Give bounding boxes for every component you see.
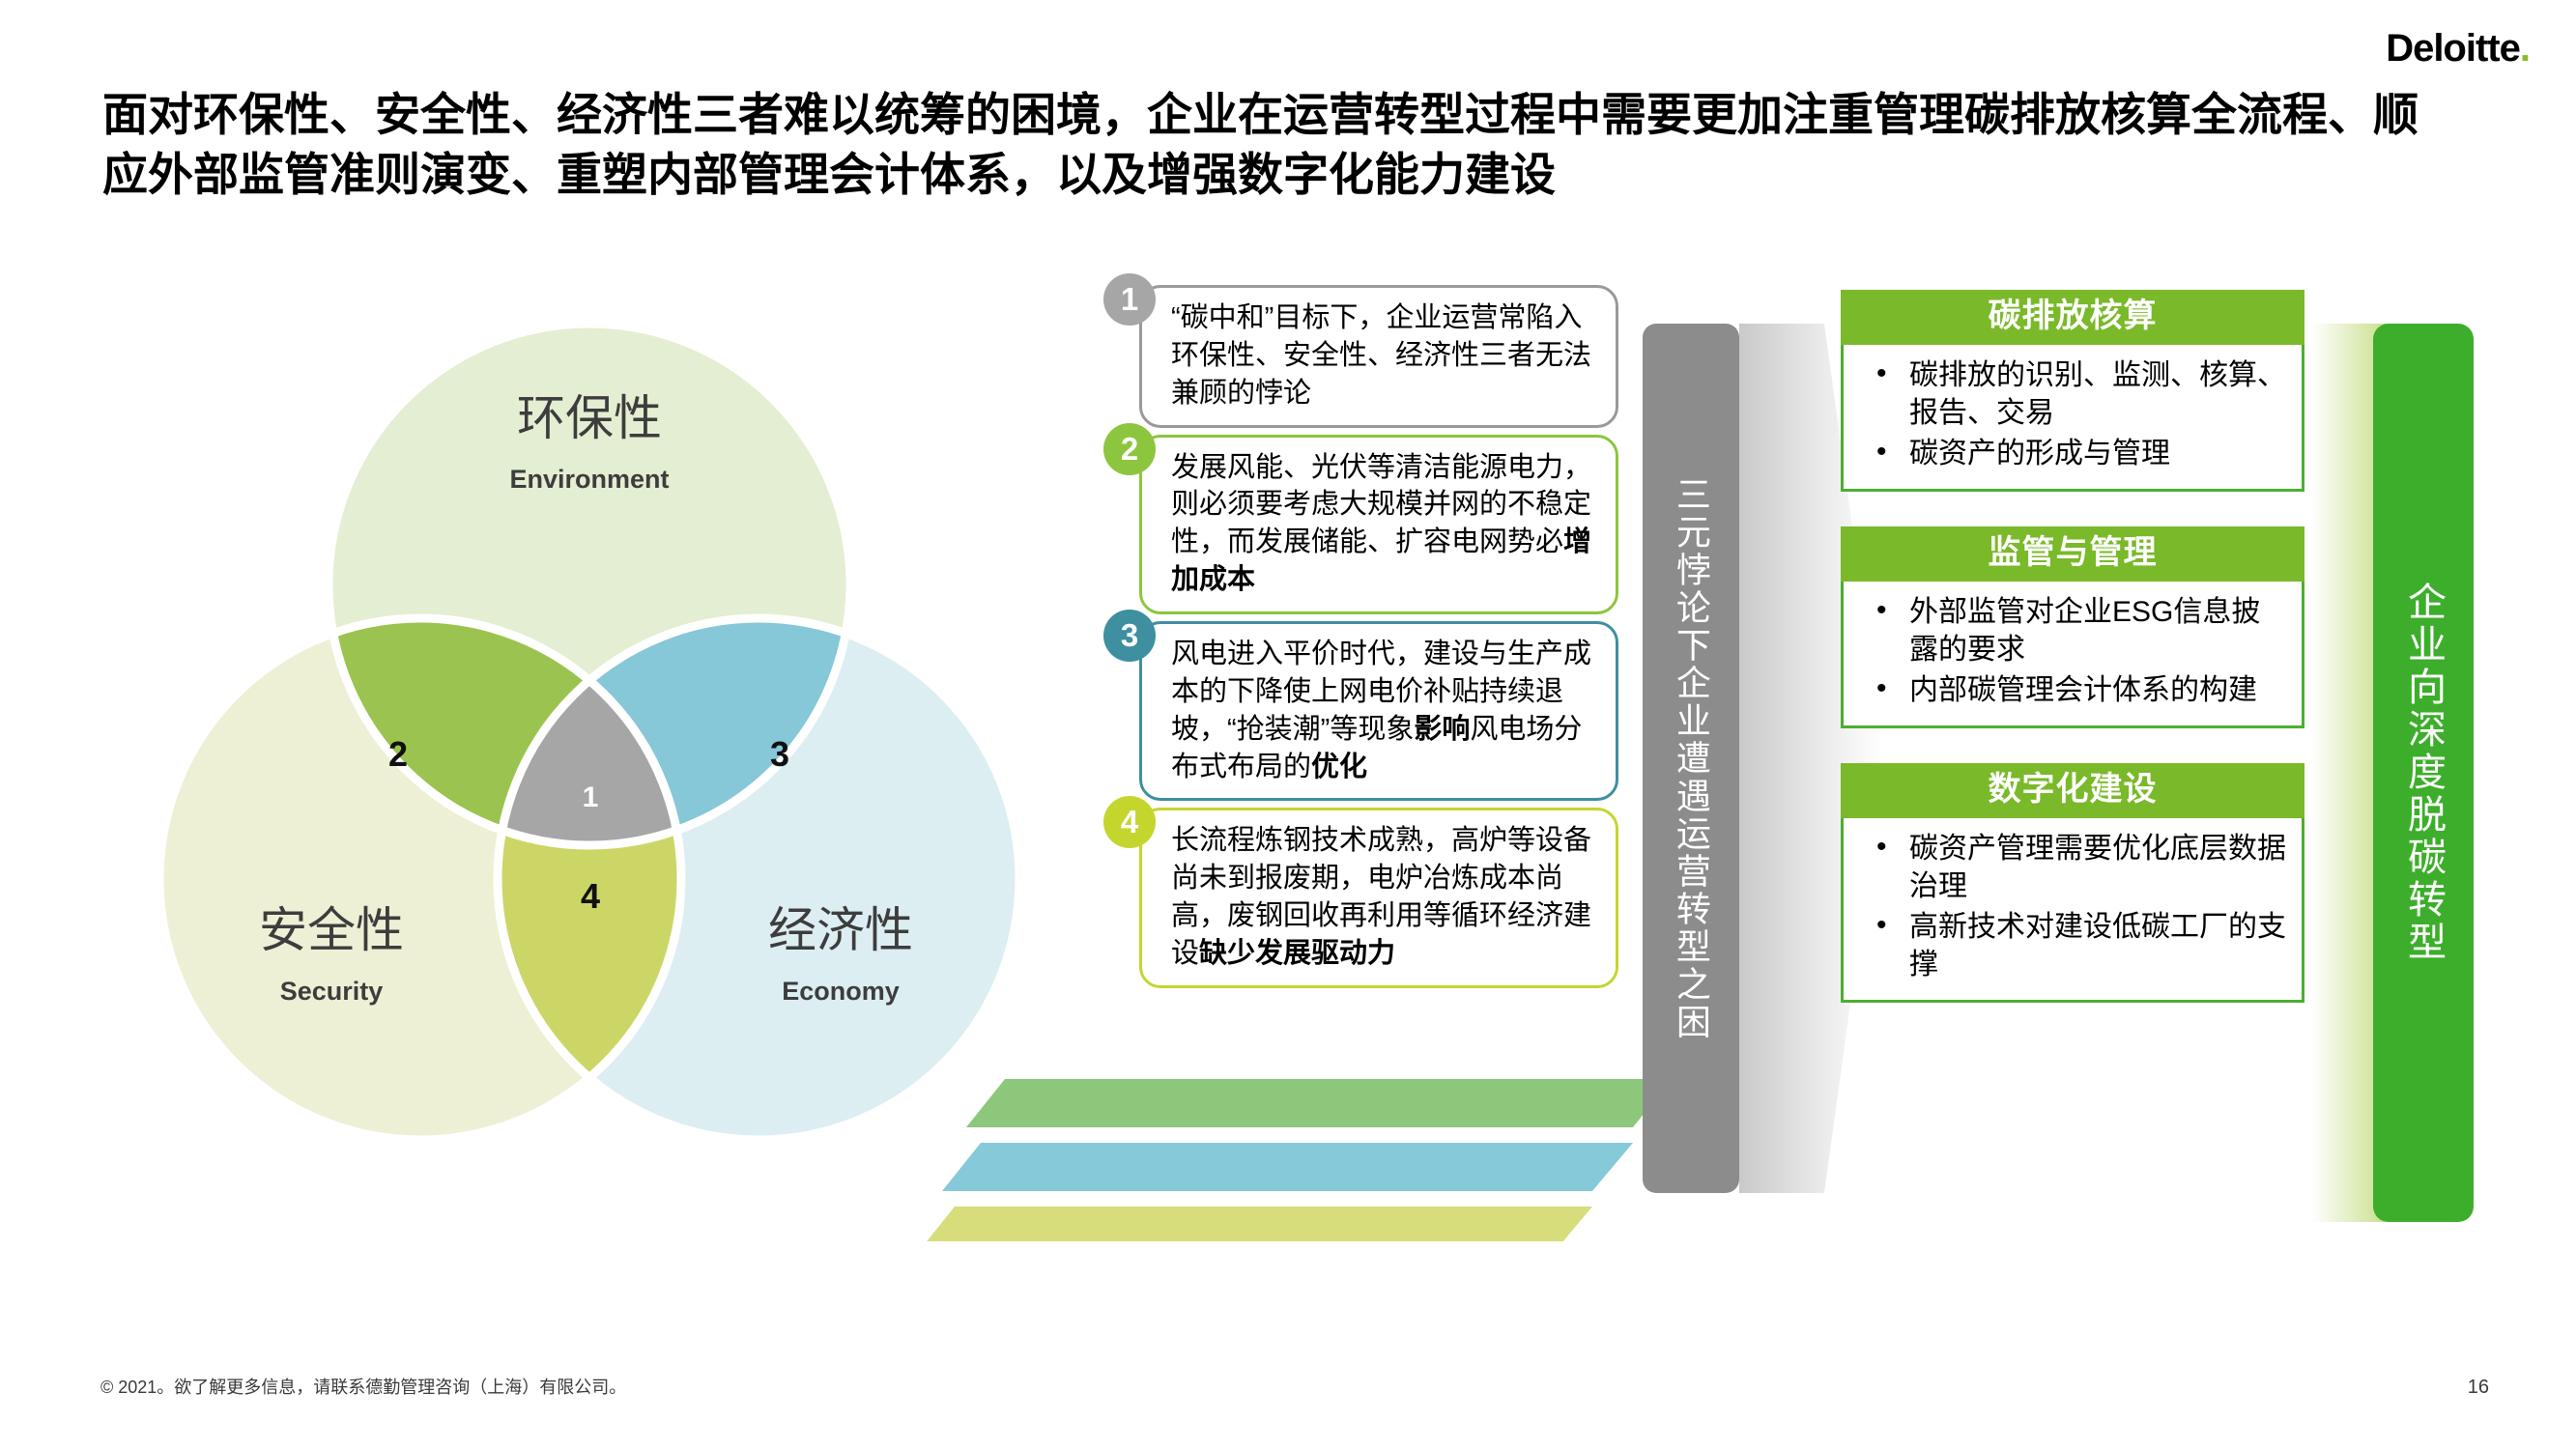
venn-number-2: 2 xyxy=(388,734,408,774)
band-teal xyxy=(942,1143,1633,1191)
venn-label-environment-en: Environment xyxy=(509,465,669,494)
venn-label-economy-en: Economy xyxy=(782,977,900,1006)
panel-bullet-item: 高新技术对建设低碳工厂的支撑 xyxy=(1859,906,2286,983)
panel-header-carbon-accounting: 碳排放核算 xyxy=(1841,290,2304,346)
panel-bullet-item: 碳资产管理需要优化底层数据治理 xyxy=(1859,828,2286,905)
callout-item: 3 风电进入平价时代，建设与生产成本的下降使上网电价补贴持续退坡，“抢装潮”等现… xyxy=(1103,610,1618,802)
callout-text-3: 风电进入平价时代，建设与生产成本的下降使上网电价补贴持续退坡，“抢装潮”等现象影… xyxy=(1139,621,1618,802)
panel-regulation-management: 监管与管理 外部监管对企业ESG信息披露的要求 内部碳管理会计体系的构建 xyxy=(1841,526,2304,729)
gray-arrow-bar: 三元悖论下企业遭遇运营转型之困 xyxy=(1643,324,1739,1193)
venn-number-1: 1 xyxy=(583,781,599,813)
decorative-bands xyxy=(899,1067,1672,1241)
panel-header-regulation-management: 监管与管理 xyxy=(1841,526,2304,582)
panel-carbon-accounting: 碳排放核算 碳排放的识别、监测、核算、报告、交易 碳资产的形成与管理 xyxy=(1841,290,2304,493)
panel-bullet-list: 碳排放的识别、监测、核算、报告、交易 碳资产的形成与管理 xyxy=(1859,355,2286,472)
panel-header-digitalization: 数字化建设 xyxy=(1841,763,2304,819)
callout-list: 1 “碳中和”目标下，企业运营常陷入环保性、安全性、经济性三者无法兼顾的悖论 2… xyxy=(1103,273,1618,995)
gray-vertical-arrow: 三元悖论下企业遭遇运营转型之困 xyxy=(1643,324,1739,1193)
venn-label-environment-cn: 环保性 xyxy=(517,391,662,445)
callout-text-2: 发展风能、光伏等清洁能源电力，则必须要考虑大规模并网的不稳定性，而发展储能、扩容… xyxy=(1139,434,1618,615)
green-vertical-arrow: 企业向深度脱碳转型 xyxy=(2373,324,2474,1222)
callout-item: 2 发展风能、光伏等清洁能源电力，则必须要考虑大规模并网的不稳定性，而发展储能、… xyxy=(1103,422,1618,615)
venn-number-4: 4 xyxy=(581,876,600,916)
panel-bullet-item: 碳资产的形成与管理 xyxy=(1859,433,2286,472)
callout-badge-1: 1 xyxy=(1103,273,1156,326)
panel-list: 碳排放核算 碳排放的识别、监测、核算、报告、交易 碳资产的形成与管理 监管与管理… xyxy=(1841,290,2304,1037)
panel-bullet-list: 外部监管对企业ESG信息披露的要求 内部碳管理会计体系的构建 xyxy=(1859,591,2286,709)
venn-label-security-en: Security xyxy=(280,977,384,1006)
callout-badge-3: 3 xyxy=(1103,610,1156,663)
venn-diagram: 环保性 Environment 安全性 Security 经济性 Economy… xyxy=(92,290,1087,1208)
venn-label-security-cn: 安全性 xyxy=(259,903,404,957)
venn-overlap-1 xyxy=(498,618,681,845)
panel-bullet-item: 外部监管对企业ESG信息披露的要求 xyxy=(1859,591,2286,668)
green-arrow-bar: 企业向深度脱碳转型 xyxy=(2373,324,2474,1222)
callout-text-4: 长流程炼钢技术成熟，高炉等设备尚未到报废期，电炉冶炼成本尚高，废钢回收再利用等循… xyxy=(1139,808,1618,988)
panel-bullet-item: 碳排放的识别、监测、核算、报告、交易 xyxy=(1859,355,2286,432)
callout-badge-2: 2 xyxy=(1103,422,1156,475)
panel-bullet-item: 内部碳管理会计体系的构建 xyxy=(1859,669,2286,709)
panel-body-regulation-management: 外部监管对企业ESG信息披露的要求 内部碳管理会计体系的构建 xyxy=(1841,582,2304,729)
panel-body-carbon-accounting: 碳排放的识别、监测、核算、报告、交易 碳资产的形成与管理 xyxy=(1841,345,2304,493)
deloitte-logo: Deloitte. xyxy=(2386,27,2531,70)
band-green xyxy=(966,1079,1672,1127)
page-title: 面对环保性、安全性、经济性三者难以统筹的困境，企业在运营转型过程中需要更加注重管… xyxy=(102,89,2419,201)
panel-digitalization: 数字化建设 碳资产管理需要优化底层数据治理 高新技术对建设低碳工厂的支撑 xyxy=(1841,763,2304,1004)
panel-body-digitalization: 碳资产管理需要优化底层数据治理 高新技术对建设低碳工厂的支撑 xyxy=(1841,818,2304,1004)
venn-label-economy-cn: 经济性 xyxy=(768,903,913,957)
callout-text-1: “碳中和”目标下，企业运营常陷入环保性、安全性、经济性三者无法兼顾的悖论 xyxy=(1139,285,1618,428)
logo-dot: . xyxy=(2519,27,2531,70)
gray-arrow-label: 三元悖论下企业遭遇运营转型之困 xyxy=(1671,475,1711,1041)
venn-number-3: 3 xyxy=(770,734,789,774)
footer-copyright: © 2021。欲了解更多信息，请联系德勤管理咨询（上海）有限公司。 xyxy=(100,1378,627,1397)
callout-item: 1 “碳中和”目标下，企业运营常陷入环保性、安全性、经济性三者无法兼顾的悖论 xyxy=(1103,273,1618,428)
callout-badge-4: 4 xyxy=(1103,796,1156,849)
logo-wordmark: Deloitte xyxy=(2386,27,2521,70)
callout-item: 4 长流程炼钢技术成熟，高炉等设备尚未到报废期，电炉冶炼成本尚高，废钢回收再利用… xyxy=(1103,796,1618,988)
green-arrow-label: 企业向深度脱碳转型 xyxy=(2402,582,2445,964)
band-yellowgreen xyxy=(927,1207,1592,1241)
page-number: 16 xyxy=(2467,1377,2489,1398)
panel-bullet-list: 碳资产管理需要优化底层数据治理 高新技术对建设低碳工厂的支撑 xyxy=(1859,828,2286,983)
